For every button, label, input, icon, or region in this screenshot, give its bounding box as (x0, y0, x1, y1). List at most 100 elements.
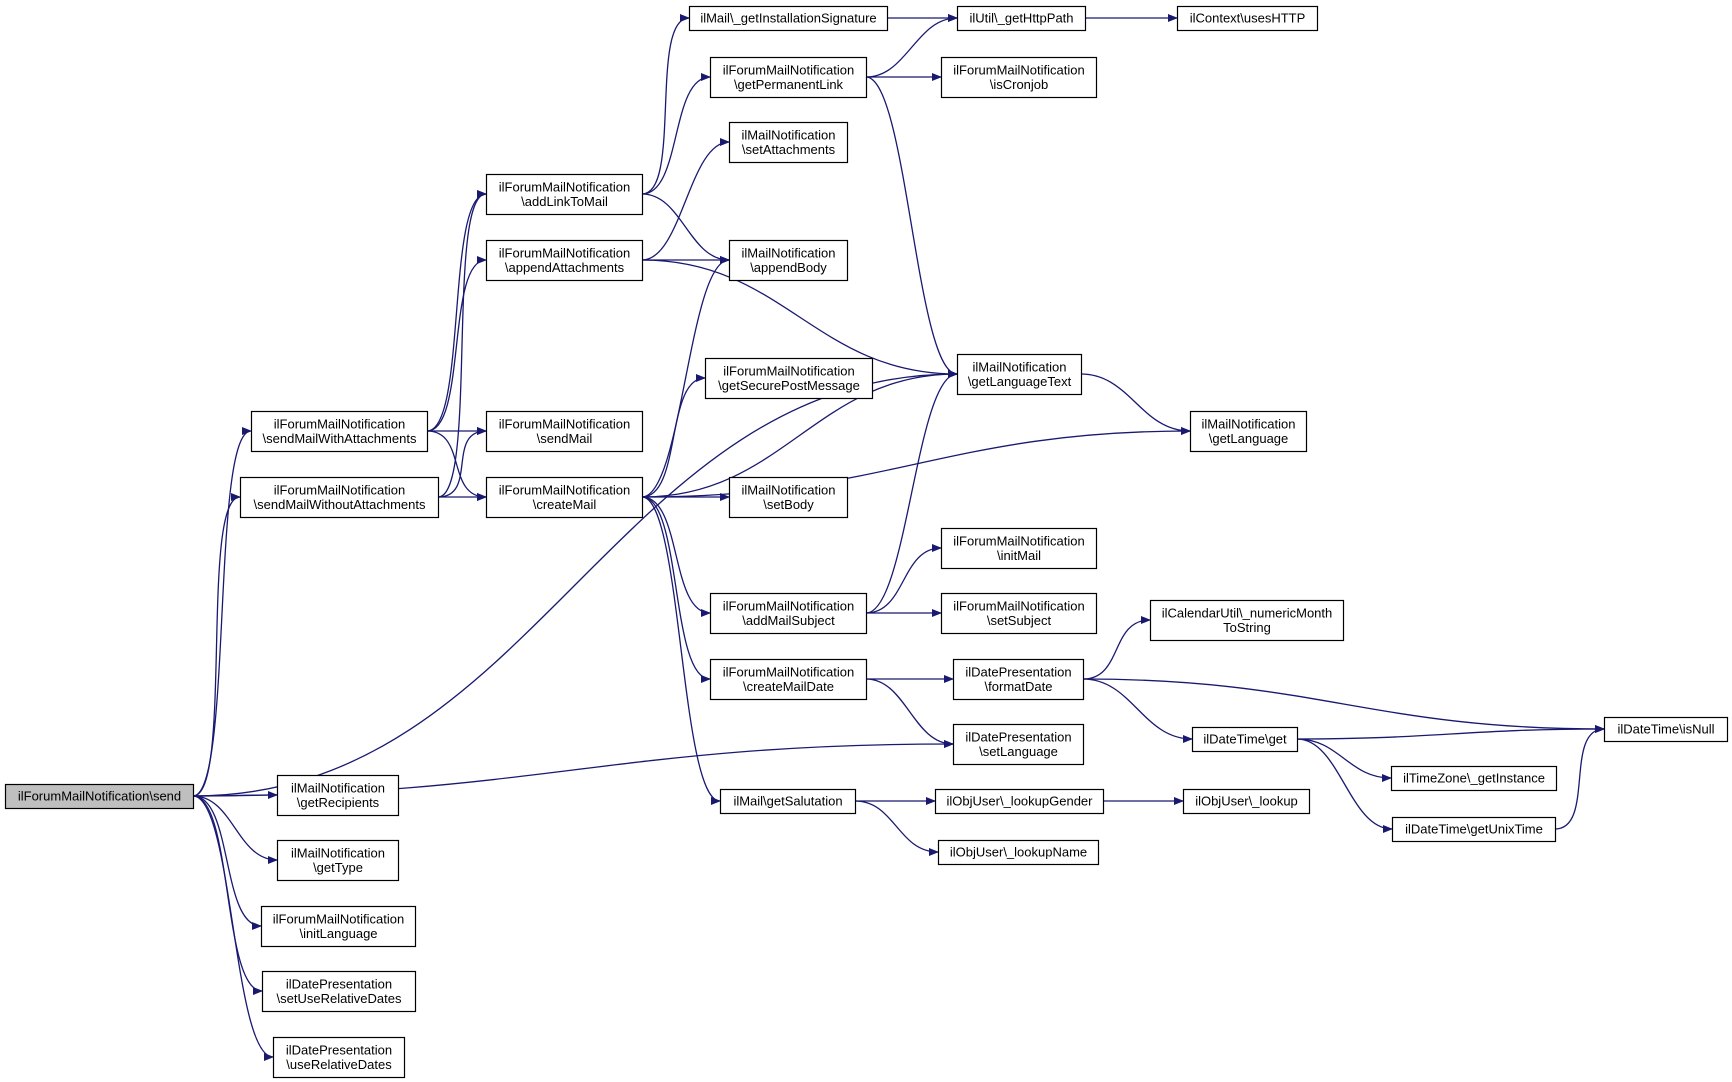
edge-create-mail-to-get-secure-post-message (641, 374, 706, 498)
node-init-mail[interactable]: ilForumMailNotification\initMail (940, 527, 1098, 570)
edge-create-mail-to-get-language (641, 427, 1191, 498)
edge-create-mail-to-get-salutation (641, 496, 721, 805)
node-label: \setUseRelativeDates (277, 991, 402, 1006)
node-send-mail-without-attachments[interactable]: ilForumMailNotification\sendMailWithoutA… (239, 476, 440, 519)
node-label: \sendMailWithAttachments (263, 431, 417, 446)
node-label: ilDatePresentation (286, 976, 392, 991)
edge-get-unix-time-to-is-null (1554, 725, 1605, 830)
node-lookup[interactable]: ilObjUser\_lookup (1182, 788, 1311, 815)
node-box (272, 1036, 406, 1079)
nodes-layer: ilForumMailNotification\send ilMail\_getI… (4, 5, 1729, 1079)
node-label: \setBody (763, 497, 814, 512)
node-label: ilForumMailNotification (499, 245, 630, 260)
node-set-body[interactable]: ilMailNotification\setBody (728, 476, 849, 519)
node-label: ilForumMailNotification (723, 363, 854, 378)
node-get-unix-time[interactable]: ilDateTime\getUnixTime (1391, 816, 1557, 843)
node-is-cronjob[interactable]: ilForumMailNotification\isCronjob (940, 56, 1098, 99)
edge-get-permanent-link-to-get-http-path (865, 14, 958, 78)
node-label: ilForumMailNotification (723, 598, 854, 613)
node-label: ToString (1223, 620, 1271, 635)
node-box (709, 56, 868, 99)
node-label: ilMail\getSalutation (733, 794, 842, 809)
node-label: \createMail (533, 497, 597, 512)
node-get-http-path[interactable]: ilUtil\_getHttpPath (956, 5, 1087, 32)
edge-send-mail-with-attachments-to-create-mail (426, 430, 487, 501)
node-label: ilMailNotification (291, 780, 385, 795)
node-set-subject[interactable]: ilForumMailNotification\setSubject (940, 592, 1098, 635)
node-init-language[interactable]: ilForumMailNotification\initLanguage (260, 905, 417, 948)
node-label: \formatDate (985, 679, 1053, 694)
node-label: ilMail\_getInstallationSignature (700, 11, 876, 26)
node-create-mail[interactable]: ilForumMailNotification\createMail (485, 476, 644, 519)
node-add-mail-subject[interactable]: ilForumMailNotification\addMailSubject (709, 592, 868, 635)
node-box (276, 839, 400, 882)
node-box (1391, 816, 1557, 843)
edge-format-date-to-numeric-month-to-string (1082, 616, 1151, 680)
node-label: \useRelativeDates (286, 1057, 392, 1072)
node-box (704, 357, 874, 400)
edge-get-language-text-to-get-language (1080, 373, 1191, 435)
node-box (956, 353, 1083, 396)
edge-get-permanent-link-to-get-language-text (865, 76, 958, 378)
node-get-type[interactable]: ilMailNotification\getType (276, 839, 400, 882)
node-tz-get-instance[interactable]: ilTimeZone\_getInstance (1390, 765, 1558, 792)
node-get-language-text[interactable]: ilMailNotification\getLanguageText (956, 353, 1083, 396)
node-label: ilObjUser\_lookupName (950, 845, 1087, 860)
edge-send-mail-with-attachments-to-add-link-to-mail (426, 190, 487, 432)
node-lookup-name[interactable]: ilObjUser\_lookupName (937, 839, 1100, 866)
edge-add-mail-subject-to-get-language-text (865, 370, 958, 614)
node-label: ilObjUser\_lookup (1195, 794, 1298, 809)
edge-dt-get-to-get-unix-time (1296, 738, 1393, 833)
node-label: \getPermanentLink (734, 77, 844, 92)
node-lookup-gender[interactable]: ilObjUser\_lookupGender (934, 788, 1105, 815)
edge-send-to-init-language (192, 795, 262, 930)
node-create-mail-date[interactable]: ilForumMailNotification\createMailDate (709, 658, 868, 701)
edge-create-mail-to-create-mail-date (641, 496, 711, 683)
node-box (239, 476, 440, 519)
node-is-null[interactable]: ilDateTime\isNull (1603, 716, 1729, 743)
node-label: \initLanguage (299, 926, 377, 941)
node-get-permanent-link[interactable]: ilForumMailNotification\getPermanentLink (709, 56, 868, 99)
node-label: \setSubject (987, 613, 1052, 628)
edge-format-date-to-dt-get (1082, 678, 1193, 743)
node-box (1189, 410, 1308, 453)
edge-create-mail-date-to-set-language (865, 678, 954, 748)
node-send-mail[interactable]: ilForumMailNotification\sendMail (485, 410, 644, 453)
node-add-link-to-mail[interactable]: ilForumMailNotification\addLinkToMail (485, 173, 644, 216)
node-get-installation-signature[interactable]: ilMail\_getInstallationSignature (688, 5, 889, 32)
node-dt-get[interactable]: ilDateTime\get (1191, 726, 1299, 753)
node-append-attachments[interactable]: ilForumMailNotification\appendAttachment… (485, 239, 644, 282)
node-label: \setLanguage (979, 744, 1058, 759)
node-label: ilDateTime\getUnixTime (1405, 822, 1543, 837)
edge-send-to-use-relative-dates (192, 795, 274, 1061)
node-label: \getType (313, 860, 363, 875)
node-get-salutation[interactable]: ilMail\getSalutation (719, 788, 857, 815)
node-label: ilDateTime\isNull (1617, 722, 1714, 737)
node-get-language[interactable]: ilMailNotification\getLanguage (1189, 410, 1308, 453)
node-label: \sendMail (537, 431, 593, 446)
node-format-date[interactable]: ilDatePresentation\formatDate (952, 658, 1085, 701)
node-send-mail-with-attachments[interactable]: ilForumMailNotification\sendMailWithAtta… (250, 410, 429, 453)
node-box (728, 239, 849, 282)
node-label: \initMail (997, 548, 1041, 563)
node-set-language[interactable]: ilDatePresentation\setLanguage (952, 723, 1085, 766)
node-uses-http[interactable]: ilContext\usesHTTP (1176, 5, 1319, 32)
node-set-attachments[interactable]: ilMailNotification\setAttachments (728, 121, 849, 164)
node-label: ilMailNotification (1202, 416, 1296, 431)
node-send[interactable]: ilForumMailNotification\send (4, 783, 195, 810)
node-get-secure-post-message[interactable]: ilForumMailNotification\getSecurePostMes… (704, 357, 874, 400)
node-get-recipients[interactable]: ilMailNotification\getRecipients (276, 774, 400, 817)
edge-create-mail-to-get-language-text (641, 370, 958, 498)
node-set-use-relative-dates[interactable]: ilDatePresentation\setUseRelativeDates (261, 970, 417, 1013)
edge-append-attachments-to-get-language-text (641, 259, 958, 378)
node-label: ilDatePresentation (965, 729, 1071, 744)
node-label: ilTimeZone\_getInstance (1403, 771, 1545, 786)
node-append-body[interactable]: ilMailNotification\appendBody (728, 239, 849, 282)
node-label: \appendBody (750, 260, 827, 275)
node-box (261, 970, 417, 1013)
node-use-relative-dates[interactable]: ilDatePresentation\useRelativeDates (272, 1036, 406, 1079)
node-box (250, 410, 429, 453)
edge-send-mail-without-attachments-to-send-mail (437, 427, 487, 498)
node-label: ilForumMailNotification\send (18, 789, 181, 804)
